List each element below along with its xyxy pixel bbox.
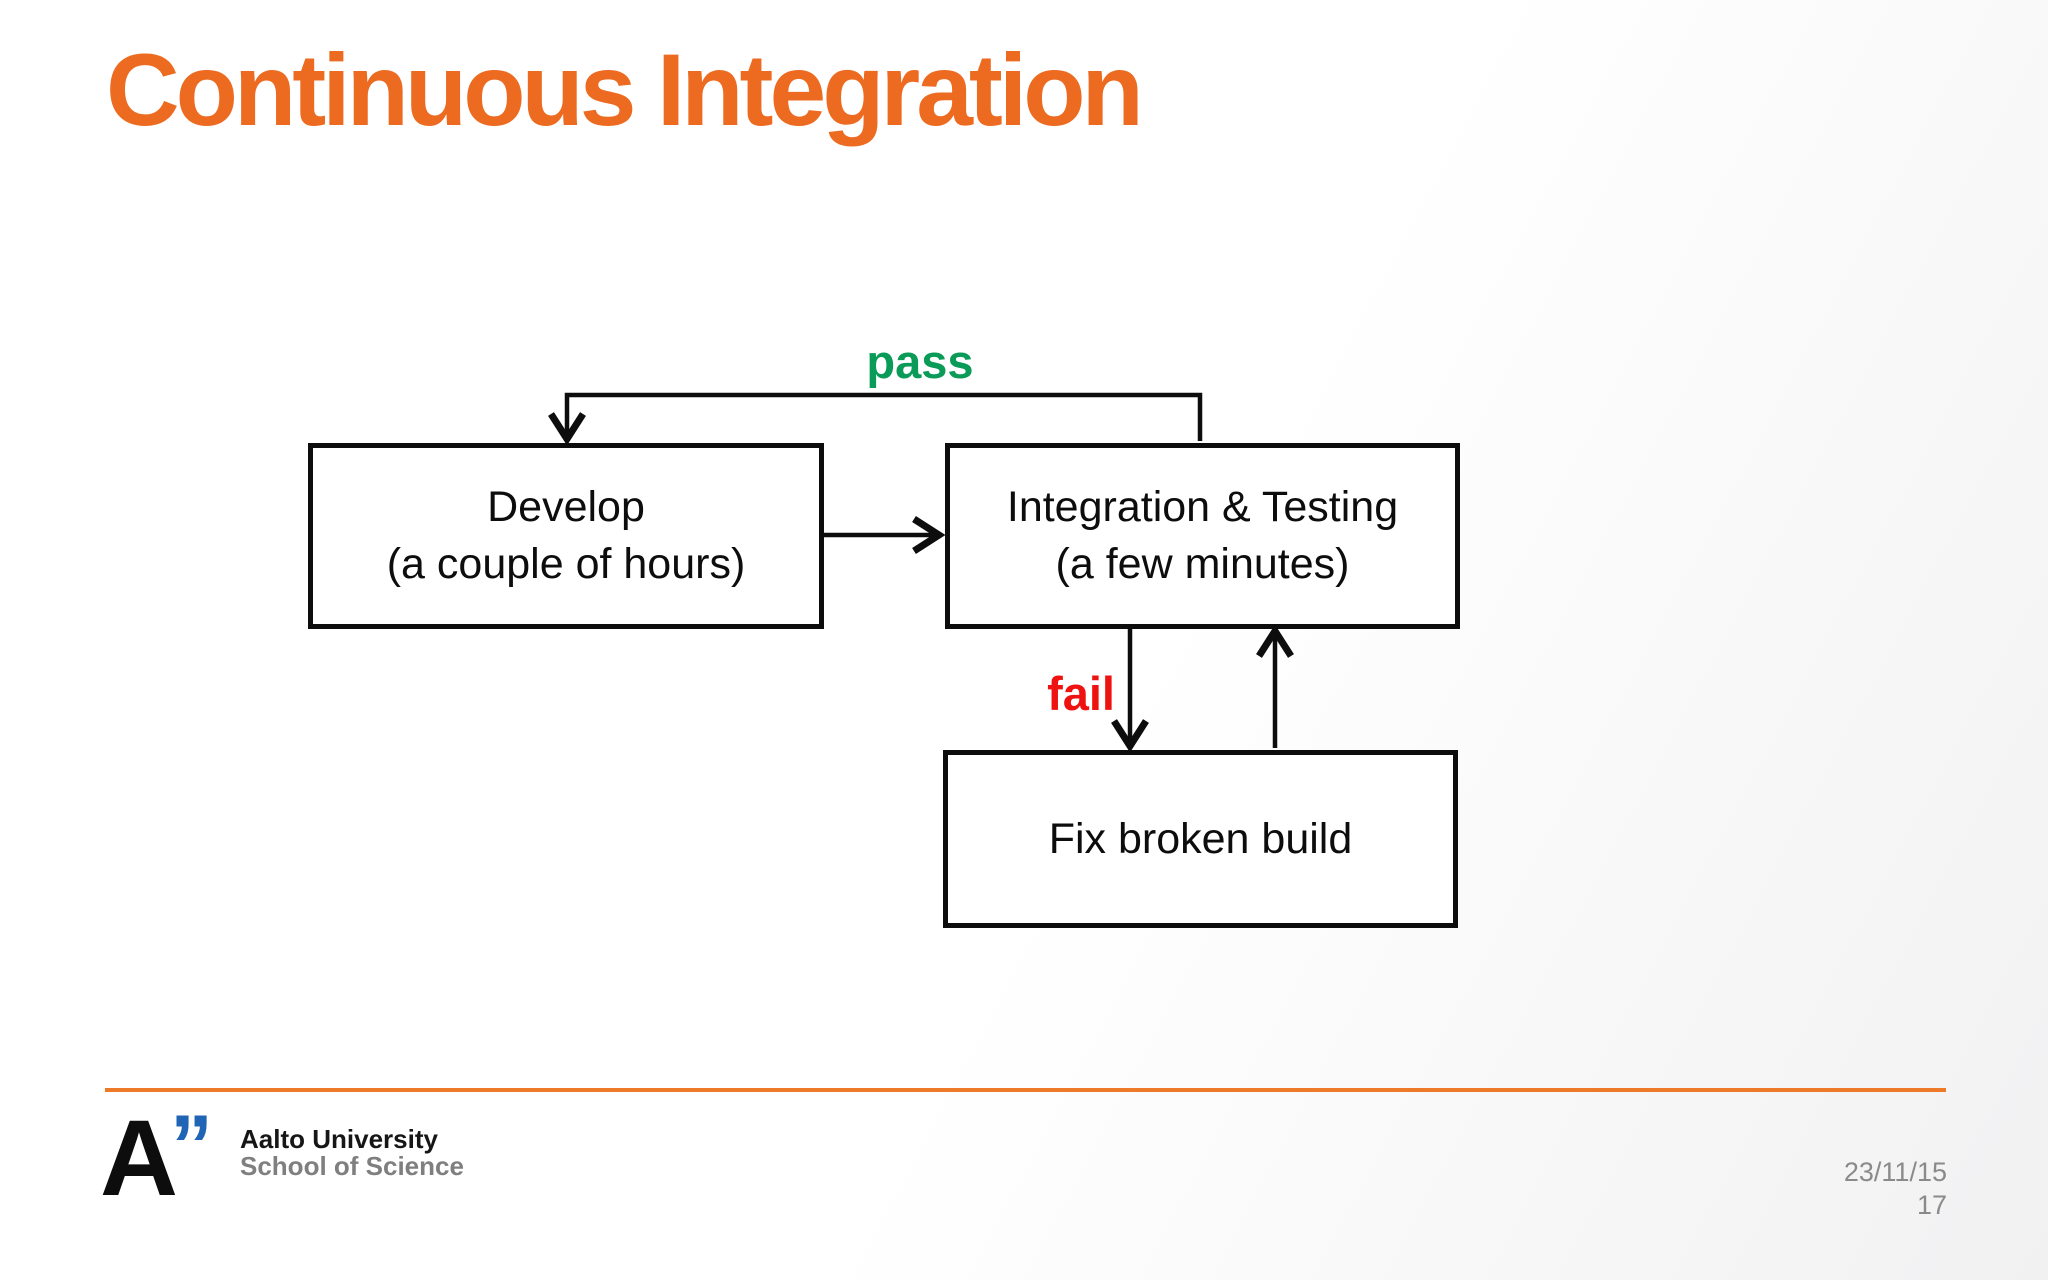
aalto-logo: A ” [100, 1097, 240, 1218]
slide-date: 23/11/15 [1843, 1157, 1947, 1187]
develop-box: Develop (a couple of hours) [308, 443, 824, 629]
fix-label-line1: Fix broken build [1048, 814, 1353, 863]
organization-line2: School of Science [240, 1151, 464, 1181]
integration-label-line2: (a few minutes) [1055, 540, 1350, 588]
fix-to-integration-arrowhead-icon [1256, 624, 1294, 658]
pass-arrowhead-icon [548, 412, 586, 446]
pass-edge-label: pass [866, 335, 974, 388]
fix-broken-build-box: Fix broken build [943, 750, 1458, 928]
develop-to-integration-arrowhead-icon [912, 516, 946, 554]
organization-name: Aalto University School of Science [240, 1126, 464, 1180]
date-and-page: 23/11/15 17 [1844, 1156, 1947, 1222]
integration-testing-box: Integration & Testing (a few minutes) [945, 443, 1460, 629]
aalto-logo-letter: A [100, 1097, 178, 1218]
develop-label-line1: Develop [487, 483, 645, 532]
slide-title: Continuous Integration [106, 33, 1144, 147]
fail-edge-label: fail [1047, 667, 1115, 720]
develop-label-line2: (a couple of hours) [386, 540, 746, 588]
slide-page-number: 17 [1916, 1190, 1947, 1220]
integration-label-line1: Integration & Testing [1006, 483, 1399, 532]
develop-box-text: Develop (a couple of hours) [387, 479, 746, 593]
footer-divider [105, 1088, 1946, 1092]
pass-edge-line [564, 392, 1203, 441]
integration-testing-box-text: Integration & Testing (a few minutes) [1007, 479, 1398, 593]
fail-arrowhead-icon [1111, 719, 1149, 753]
organization-line1: Aalto University [240, 1124, 438, 1154]
aalto-logo-quote-icon: ” [170, 1098, 213, 1194]
fix-broken-build-box-text: Fix broken build [1049, 811, 1353, 868]
